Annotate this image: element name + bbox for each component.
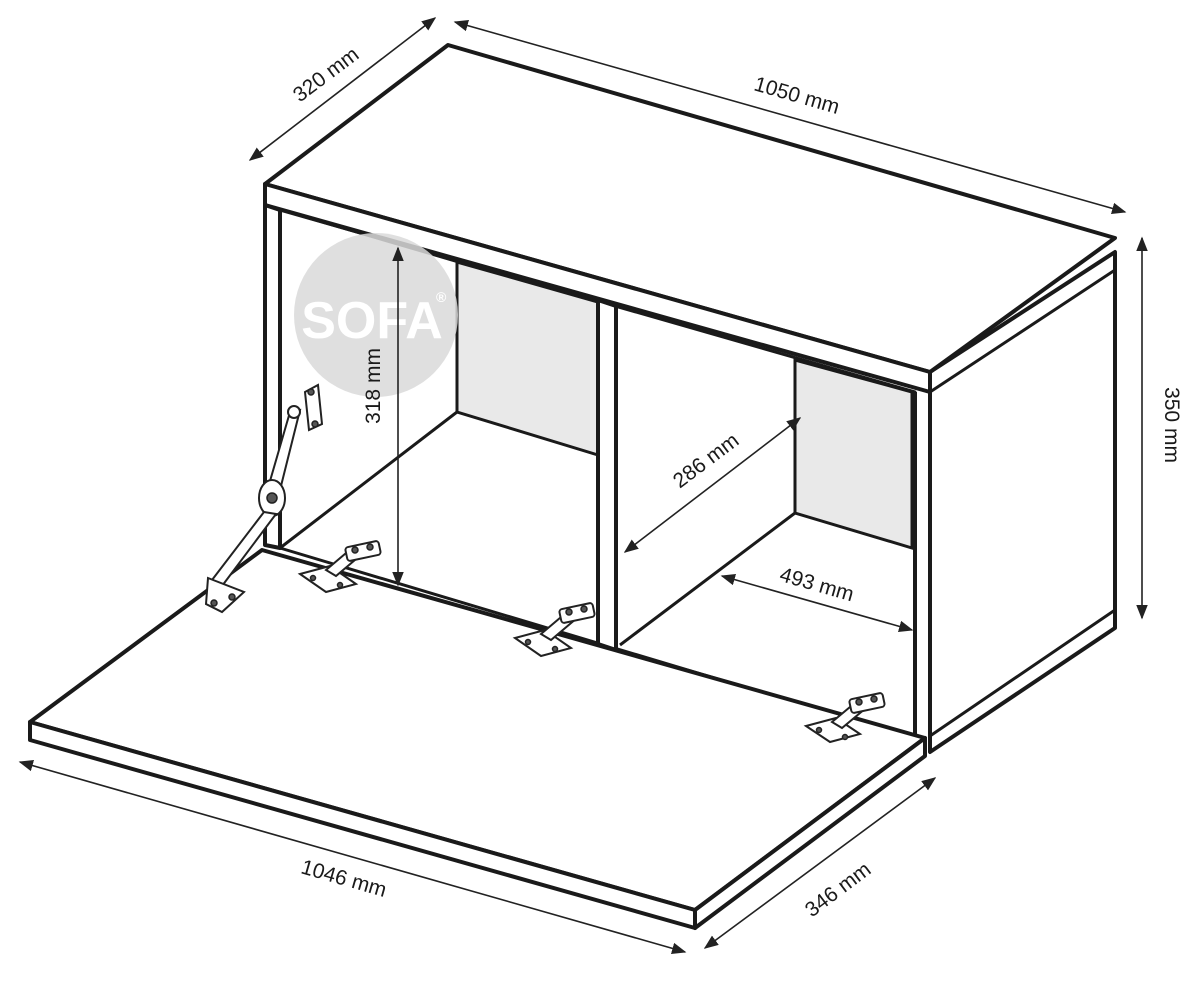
lid-stay-arm: [204, 383, 324, 614]
watermark-circle: [294, 233, 458, 397]
dim-line-width-top: [453, 19, 1127, 215]
watermark-text: SOFA: [301, 292, 443, 350]
label-inner-height: 318 mm: [362, 348, 385, 424]
right-side-panel: [928, 250, 1117, 754]
right-panel-bottom-edge: [929, 608, 1116, 738]
dimension-lines: [18, 17, 1148, 954]
dim-line-flap-width: [18, 760, 687, 954]
middle-divider: [596, 298, 618, 652]
label-depth-top: 320 mm: [289, 43, 363, 107]
sofa-watermark: SOFA ®: [294, 233, 458, 397]
hinge-middle: [512, 602, 596, 658]
dim-line-depth-top: [248, 17, 437, 161]
hinge-left: [297, 540, 382, 594]
right-panel-inner-edge: [929, 268, 1116, 394]
label-flap-depth: 346 mm: [801, 858, 875, 922]
label-flap-width: 1046 mm: [299, 856, 389, 902]
dim-line-flap-depth: [703, 777, 937, 949]
dim-line-inner-depth: [623, 417, 802, 553]
dim-line-inner-width: [720, 574, 914, 632]
stay-bracket-upper: [303, 383, 324, 432]
watermark-registered-mark: ®: [436, 289, 447, 305]
hinge-right: [803, 692, 886, 744]
label-width-top: 1050 mm: [752, 73, 842, 119]
left-floor-edge: [279, 410, 458, 550]
right-compartment-back: [793, 358, 914, 551]
label-height: 350 mm: [1160, 387, 1183, 463]
